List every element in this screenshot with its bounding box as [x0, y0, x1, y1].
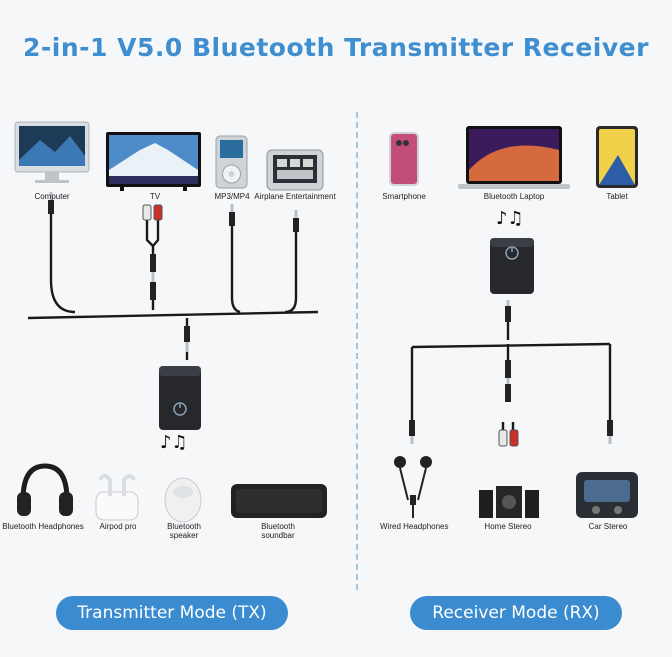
- rx-rca-plugs: [498, 429, 519, 447]
- tv-device: [106, 132, 201, 191]
- headphones-device: [17, 463, 73, 516]
- computer-device: [14, 121, 90, 183]
- label-bluetooth-speaker: Bluetooth speaker: [167, 522, 201, 540]
- wired-headphones-device: [394, 456, 432, 518]
- tv-rca-plugs: [142, 204, 163, 221]
- label-airplane-entertainment: Airplane Entertainment: [254, 192, 336, 201]
- bluetooth-soundbar-device: [231, 484, 327, 518]
- tx-cables: [27, 212, 319, 360]
- tx-jacks: [48, 192, 299, 352]
- label-car-stereo: Car Stereo: [588, 522, 628, 531]
- section-divider: [356, 112, 358, 590]
- mp3-player-device: [215, 135, 248, 189]
- label-bluetooth-soundbar: Bluetooth soundbar: [261, 522, 295, 540]
- receiver-box: [490, 238, 534, 294]
- smartphone-device: [389, 132, 419, 186]
- label-tablet: Tablet: [606, 192, 628, 201]
- label-smartphone: Smartphone: [382, 192, 426, 201]
- transmitter-box: [159, 366, 201, 430]
- label-bluetooth-headphones: Bluetooth Headphones: [2, 522, 84, 531]
- label-home-stereo: Home Stereo: [484, 522, 532, 531]
- label-computer: Computer: [34, 192, 70, 201]
- receiver-mode-badge: Receiver Mode (RX): [410, 596, 622, 630]
- label-mp3: MP3/MP4: [214, 192, 250, 201]
- laptop-device: [458, 126, 570, 189]
- label-airpod-pro: Airpod pro: [99, 522, 137, 531]
- page-title: 2-in-1 V5.0 Bluetooth Transmitter Receiv…: [23, 33, 649, 62]
- airplane-entertainment-device: [266, 149, 324, 191]
- rx-music-note-icon: ♪♫: [496, 208, 524, 229]
- car-stereo-device: [576, 472, 638, 518]
- label-wired-headphones: Wired Headphones: [380, 522, 449, 531]
- tablet-device: [596, 126, 638, 188]
- home-stereo-device: [479, 486, 539, 518]
- bluetooth-speaker-device: [164, 477, 202, 523]
- rx-jacks: [409, 300, 613, 444]
- label-bluetooth-laptop: Bluetooth Laptop: [483, 192, 545, 201]
- airpods-device: [95, 474, 139, 521]
- label-tv: TV: [149, 192, 161, 201]
- transmitter-mode-badge: Transmitter Mode (TX): [56, 596, 288, 630]
- tx-music-note-icon: ♪♫: [160, 432, 188, 453]
